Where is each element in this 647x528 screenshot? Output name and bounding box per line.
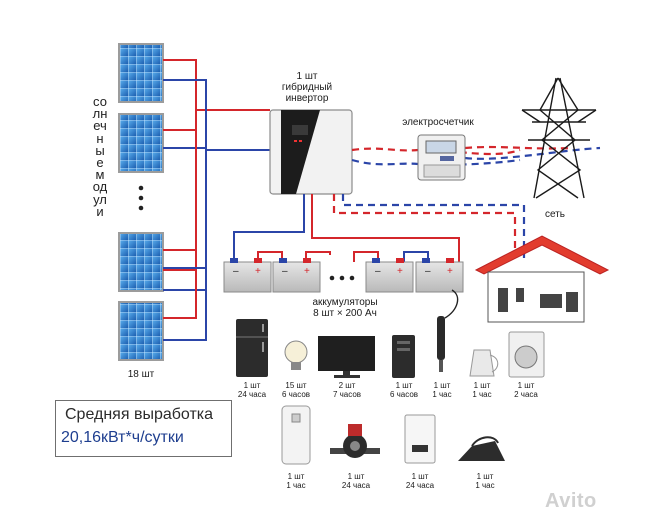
battery: –+ [415,258,464,293]
appliance-count: 1 шт [517,381,535,390]
appliance-hours: 6 часов [281,390,311,399]
appliance-count: 1 шт [473,381,491,390]
production-summary-box: Средняя выработка 20,16кВт*ч/сутки [55,400,232,457]
battery: –+ [223,258,272,293]
svg-text:–: – [233,266,239,277]
batteries-caption: аккумуляторы 8 шт × 200 Ач [290,297,400,319]
appliance-caption-computer: 1 шт 6 часов [383,381,425,399]
hair-device-icon [437,289,459,372]
panels-ellipsis [138,185,144,211]
appliance-caption-fridge: 1 шт 24 часа [231,381,273,399]
computer-icon [392,335,415,378]
appliance-hours: 1 час [475,481,495,490]
appliance-count: 1 шт [411,472,429,481]
appliance-count: 1 шт [433,381,451,390]
svg-text:–: – [425,266,431,277]
svg-text:+: + [447,266,453,277]
solar-panel [118,43,164,103]
washing-machine-icon [508,331,545,378]
appliance-caption-hair-device: 1 шт 1 час [427,381,457,399]
summary-title: Средняя выработка [65,406,214,423]
fridge-icon [236,319,268,377]
svg-text:–: – [375,266,381,277]
bulb-icon [284,340,308,370]
meter-label: электросчетчик [402,117,474,128]
batteries-ellipsis [329,275,355,281]
appliance-caption-pump: 1 шт 24 часа [336,472,376,490]
solar-panel [118,232,164,292]
grid-wires [332,145,601,258]
inverter-label-1: гибридный [281,82,333,93]
electricity-meter [417,134,466,181]
batteries-label-2: 8 шт × 200 Ач [313,308,377,319]
tv-icon [318,336,375,378]
boiler-icon [404,414,436,464]
inverter-label-2: инвертор [285,93,329,104]
solar-modules-label: солнечные модули [92,94,108,219]
power-pylon [521,77,597,199]
battery-bus [233,194,460,262]
appliance-count: 1 шт [287,472,305,481]
watermark: Avito [545,490,597,512]
appliance-hours: 1 час [286,481,306,490]
inverter-caption: 1 шт гибридный инвертор [262,71,352,104]
appliance-count: 1 шт [476,472,494,481]
appliance-hours: 6 часов [389,390,419,399]
appliance-caption-water-heater: 1 шт 1 час [280,472,312,490]
appliance-count: 1 шт [395,381,413,390]
solar-panel [118,301,164,361]
appliance-count: 1 шт [347,472,365,481]
iron-icon [458,436,505,461]
pv-wires [163,59,270,341]
appliance-count: 1 шт [243,381,261,390]
appliance-caption-kettle: 1 шт 1 час [467,381,497,399]
house [474,235,610,323]
water-heater-icon [281,405,311,465]
battery: –+ [272,258,321,293]
appliance-hours: 24 часа [341,481,371,490]
appliance-count: 2 шт [338,381,356,390]
appliance-hours: 24 часа [237,390,267,399]
panels-count: 18 шт [127,369,155,380]
appliance-hours: 1 час [472,390,492,399]
appliance-count: 15 шт [285,381,307,390]
appliance-hours: 1 час [432,390,452,399]
svg-text:–: – [282,266,288,277]
kettle-icon [469,349,499,377]
appliance-caption-iron: 1 шт 1 час [470,472,500,490]
pump-icon [330,424,380,458]
svg-text:+: + [397,266,403,277]
appliance-hours: 24 часа [405,481,435,490]
solar-panel [118,113,164,173]
appliance-caption-boiler: 1 шт 24 часа [400,472,440,490]
appliance-caption-washing-machine: 1 шт 2 часа [507,381,545,399]
svg-text:+: + [304,266,310,277]
batteries-label-1: аккумуляторы [312,297,378,308]
battery: –+ [365,258,414,293]
svg-text:+: + [255,266,261,277]
grid-label: сеть [544,209,566,220]
appliance-hours: 7 часов [332,390,362,399]
appliance-caption-bulb: 15 шт 6 часов [276,381,316,399]
appliance-hours: 2 часа [514,390,538,399]
appliance-caption-tv: 2 шт 7 часов [326,381,368,399]
hybrid-inverter [269,109,353,195]
inverter-count: 1 шт [296,71,318,82]
summary-value: 20,16кВт*ч/сутки [61,429,184,446]
